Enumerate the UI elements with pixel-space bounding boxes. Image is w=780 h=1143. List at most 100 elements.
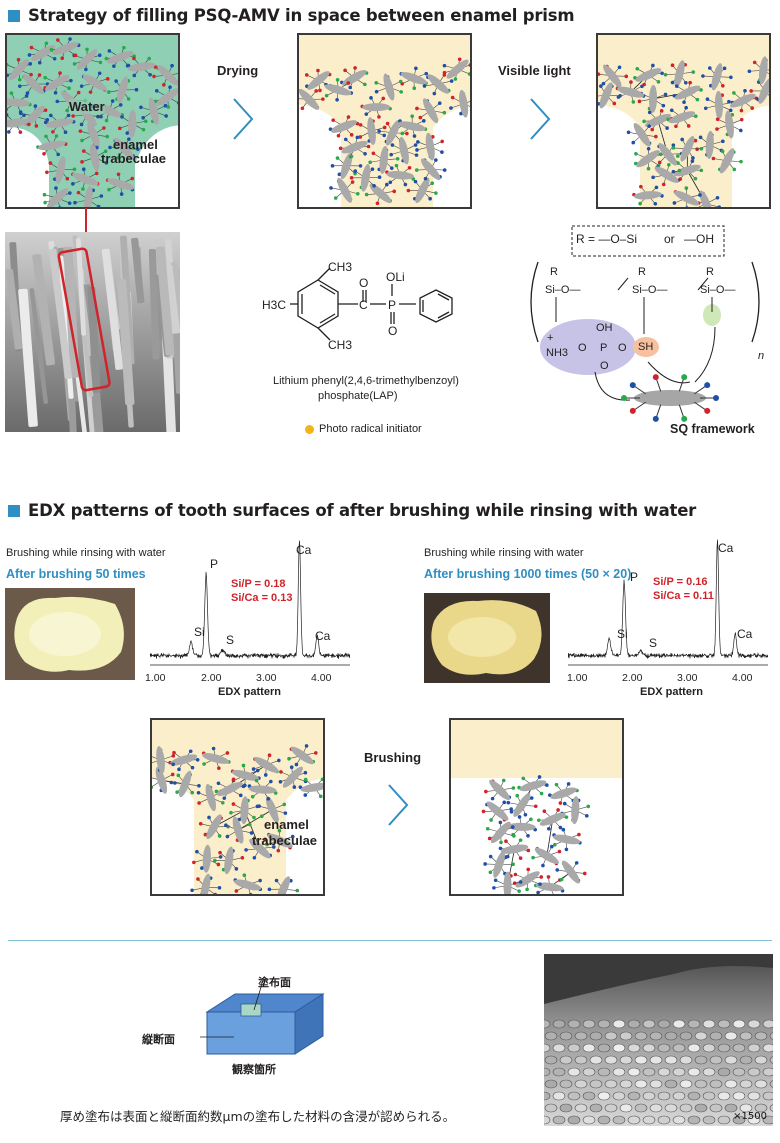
functional-group-dot — [287, 756, 291, 761]
functional-group-dot — [202, 762, 206, 766]
functional-group-dot — [498, 846, 503, 851]
sq-molecule — [7, 118, 29, 128]
functional-group-dot — [553, 842, 557, 847]
functional-group-dot — [49, 47, 54, 52]
functional-group-dot — [42, 192, 47, 197]
sq-molecule — [535, 882, 564, 892]
functional-group-dot — [247, 822, 252, 827]
functional-group-dot — [651, 63, 655, 68]
functional-group-dot — [263, 773, 268, 777]
functional-group-dot — [656, 80, 661, 84]
sem-texture — [5, 232, 180, 432]
functional-group-dot — [17, 77, 22, 82]
functional-group-dot — [732, 91, 736, 95]
functional-group-dot — [509, 807, 513, 811]
functional-group-dot — [374, 81, 379, 85]
functional-group-dot — [43, 108, 48, 112]
sq-molecule — [52, 42, 79, 55]
functional-group-dot — [651, 175, 655, 180]
functional-group-dot — [407, 165, 412, 170]
sq-molecule — [267, 833, 293, 848]
functional-group-dot — [67, 201, 72, 205]
functional-group-dot — [453, 77, 458, 81]
functional-group-dot — [7, 73, 10, 78]
sq-molecule — [170, 754, 198, 766]
sq-molecule — [205, 783, 216, 812]
chem-ch3-top: CH3 — [328, 260, 353, 274]
functional-group-dot — [255, 768, 260, 773]
sq-molecule — [385, 119, 400, 146]
functional-group-dot — [139, 105, 143, 110]
functional-group-dot — [97, 53, 102, 57]
sem-image-enamel — [5, 232, 180, 432]
functional-group-dot — [238, 793, 243, 798]
functional-group-dot — [43, 200, 47, 205]
functional-group-dot — [510, 825, 515, 829]
functional-group-dot — [363, 82, 367, 87]
functional-group-dot — [705, 97, 710, 102]
functional-group-dot — [487, 836, 492, 841]
functional-group-dot — [355, 191, 360, 196]
functional-group-dot — [416, 140, 420, 144]
functional-group-dot — [715, 196, 720, 200]
panel-before-brushing: enamel trabeculae — [150, 718, 325, 896]
functional-group-dot — [80, 138, 84, 143]
functional-group-dot — [72, 62, 77, 66]
functional-group-dot — [637, 99, 642, 104]
functional-group-dot — [108, 145, 112, 150]
functional-group-dot — [558, 825, 563, 830]
functional-group-dot — [107, 90, 111, 94]
functional-group-dot — [222, 796, 227, 800]
edx-right-peak-s: S — [649, 636, 658, 650]
functional-group-dot — [646, 146, 651, 151]
functional-group-dot — [691, 156, 695, 160]
functional-group-dot — [116, 172, 121, 177]
functional-group-dot — [372, 183, 376, 188]
sq-molecule — [178, 770, 192, 798]
sq-molecule — [636, 150, 660, 168]
functional-group-dot — [154, 89, 159, 93]
sq-molecule — [340, 152, 353, 180]
functional-group-dot — [173, 781, 177, 785]
chem-c: C — [359, 298, 368, 312]
sq-molecule — [427, 74, 450, 94]
functional-group-dot — [143, 119, 148, 124]
functional-group-dot — [375, 201, 380, 206]
functional-group-dot — [667, 162, 671, 167]
functional-group-dot — [257, 804, 261, 808]
edx-chart-left — [150, 540, 350, 666]
sq-molecule — [400, 72, 427, 85]
functional-group-dot — [346, 81, 351, 85]
functional-group-dot — [518, 856, 523, 860]
functional-group-dot — [412, 86, 417, 91]
functional-group-dot — [639, 184, 643, 189]
functional-group-dot — [263, 837, 267, 842]
functional-group-dot — [207, 815, 211, 820]
functional-group-dot — [394, 163, 399, 168]
sq-molecule — [649, 84, 658, 113]
functional-group-dot — [25, 91, 30, 95]
functional-group-dot — [252, 815, 256, 820]
functional-group-dot — [234, 889, 239, 893]
functional-group-dot — [348, 85, 353, 90]
functional-group-dot — [254, 778, 259, 783]
functional-group-dot — [539, 875, 544, 879]
functional-group-dot — [190, 888, 194, 893]
functional-group-dot — [54, 186, 58, 190]
functional-group-dot — [437, 101, 442, 106]
o-down-label: O — [600, 360, 609, 372]
functional-group-dot — [440, 139, 444, 144]
functional-group-dot — [661, 103, 666, 108]
functional-group-dot — [225, 751, 230, 755]
functional-group-dot — [635, 67, 640, 71]
functional-group-dot — [364, 112, 369, 116]
functional-group-dot — [582, 871, 587, 876]
sq-molecule — [307, 71, 330, 90]
functional-group-dot — [509, 810, 514, 814]
functional-group-dot — [170, 772, 175, 777]
functional-group-dot — [739, 108, 744, 113]
functional-group-dot — [99, 194, 104, 198]
chem-ch3-bottom: CH3 — [328, 338, 353, 352]
functional-group-dot — [531, 855, 535, 860]
functional-group-dot — [118, 103, 123, 107]
